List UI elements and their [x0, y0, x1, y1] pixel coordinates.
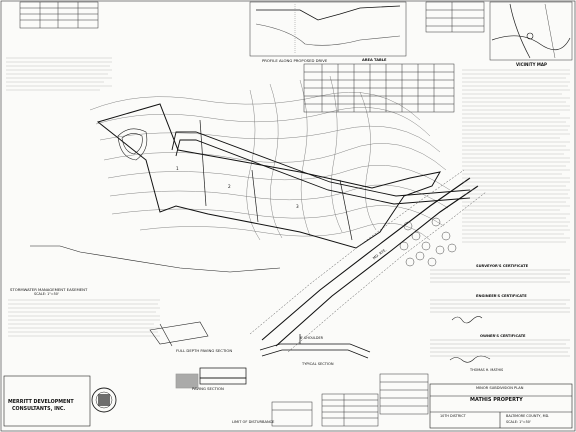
lot-3-label: 3: [296, 204, 299, 209]
plan-scale-note: SCALE: 1"=50': [34, 292, 59, 296]
stormwater-facility: [117, 128, 148, 161]
lot-2-label: 2: [228, 184, 231, 189]
paving-section-label: PAVING SECTION: [192, 386, 224, 391]
title-county: BALTIMORE COUNTY, MD.: [506, 414, 550, 418]
firm-block: [3, 375, 117, 427]
title-scale: SCALE: 1"=50': [506, 420, 531, 424]
owner-certificate-title: OWNER'S CERTIFICATE: [480, 334, 526, 338]
property-boundary: [96, 103, 441, 249]
firm-name-line2: CONSULTANTS, INC.: [12, 407, 66, 412]
firm-name-line1: MERRITT DEVELOPMENT: [8, 400, 74, 405]
typical-section-detail: [259, 334, 371, 359]
area-table-title: AREA TABLE: [362, 58, 387, 62]
lot-1-label: 1: [176, 166, 179, 171]
typical-section-label: TYPICAL SECTION: [302, 362, 334, 366]
full-depth-section-label: FULL DEPTH PAVING SECTION: [176, 348, 233, 353]
engineer-certificate-title: ENGINEER'S CERTIFICATE: [476, 294, 527, 298]
area-table-grid: [303, 63, 455, 113]
title-block: [429, 383, 573, 429]
stormwater-easement-label: STORMWATER MANAGEMENT EASEMENT: [10, 287, 88, 292]
shoulder-label: 6' SHOULDER: [300, 336, 324, 340]
title-district: 10TH DISTRICT: [440, 414, 466, 418]
bottom-table: [321, 393, 379, 427]
top-left-table: [19, 1, 99, 29]
profile-label: PROFILE ALONG PROPOSED DRIVE: [262, 58, 328, 63]
lot-lines: [199, 119, 353, 241]
contour-lines: [89, 75, 451, 241]
top-right-table: [425, 1, 485, 33]
tree-cluster: [399, 217, 457, 267]
vicinity-map-label: VICINITY MAP: [516, 62, 547, 67]
proposed-drive: [171, 131, 471, 205]
paving-section-detail: [175, 367, 247, 389]
limit-of-disturbance-label: LIMIT OF DISTURBANCE: [232, 420, 275, 424]
vicinity-map: [489, 1, 573, 61]
profile-box: [249, 1, 407, 57]
title-project-name: MATHIS PROPERTY: [470, 397, 523, 403]
surveyor-certificate-title: SURVEYOR'S CERTIFICATE: [476, 264, 529, 268]
existing-road: [261, 177, 479, 347]
detail-plan: [149, 321, 209, 347]
owner-name: THOMAS H. MATHIS: [470, 368, 504, 372]
title-plan-type: MINOR SUBDIVISION PLAN: [476, 386, 524, 390]
